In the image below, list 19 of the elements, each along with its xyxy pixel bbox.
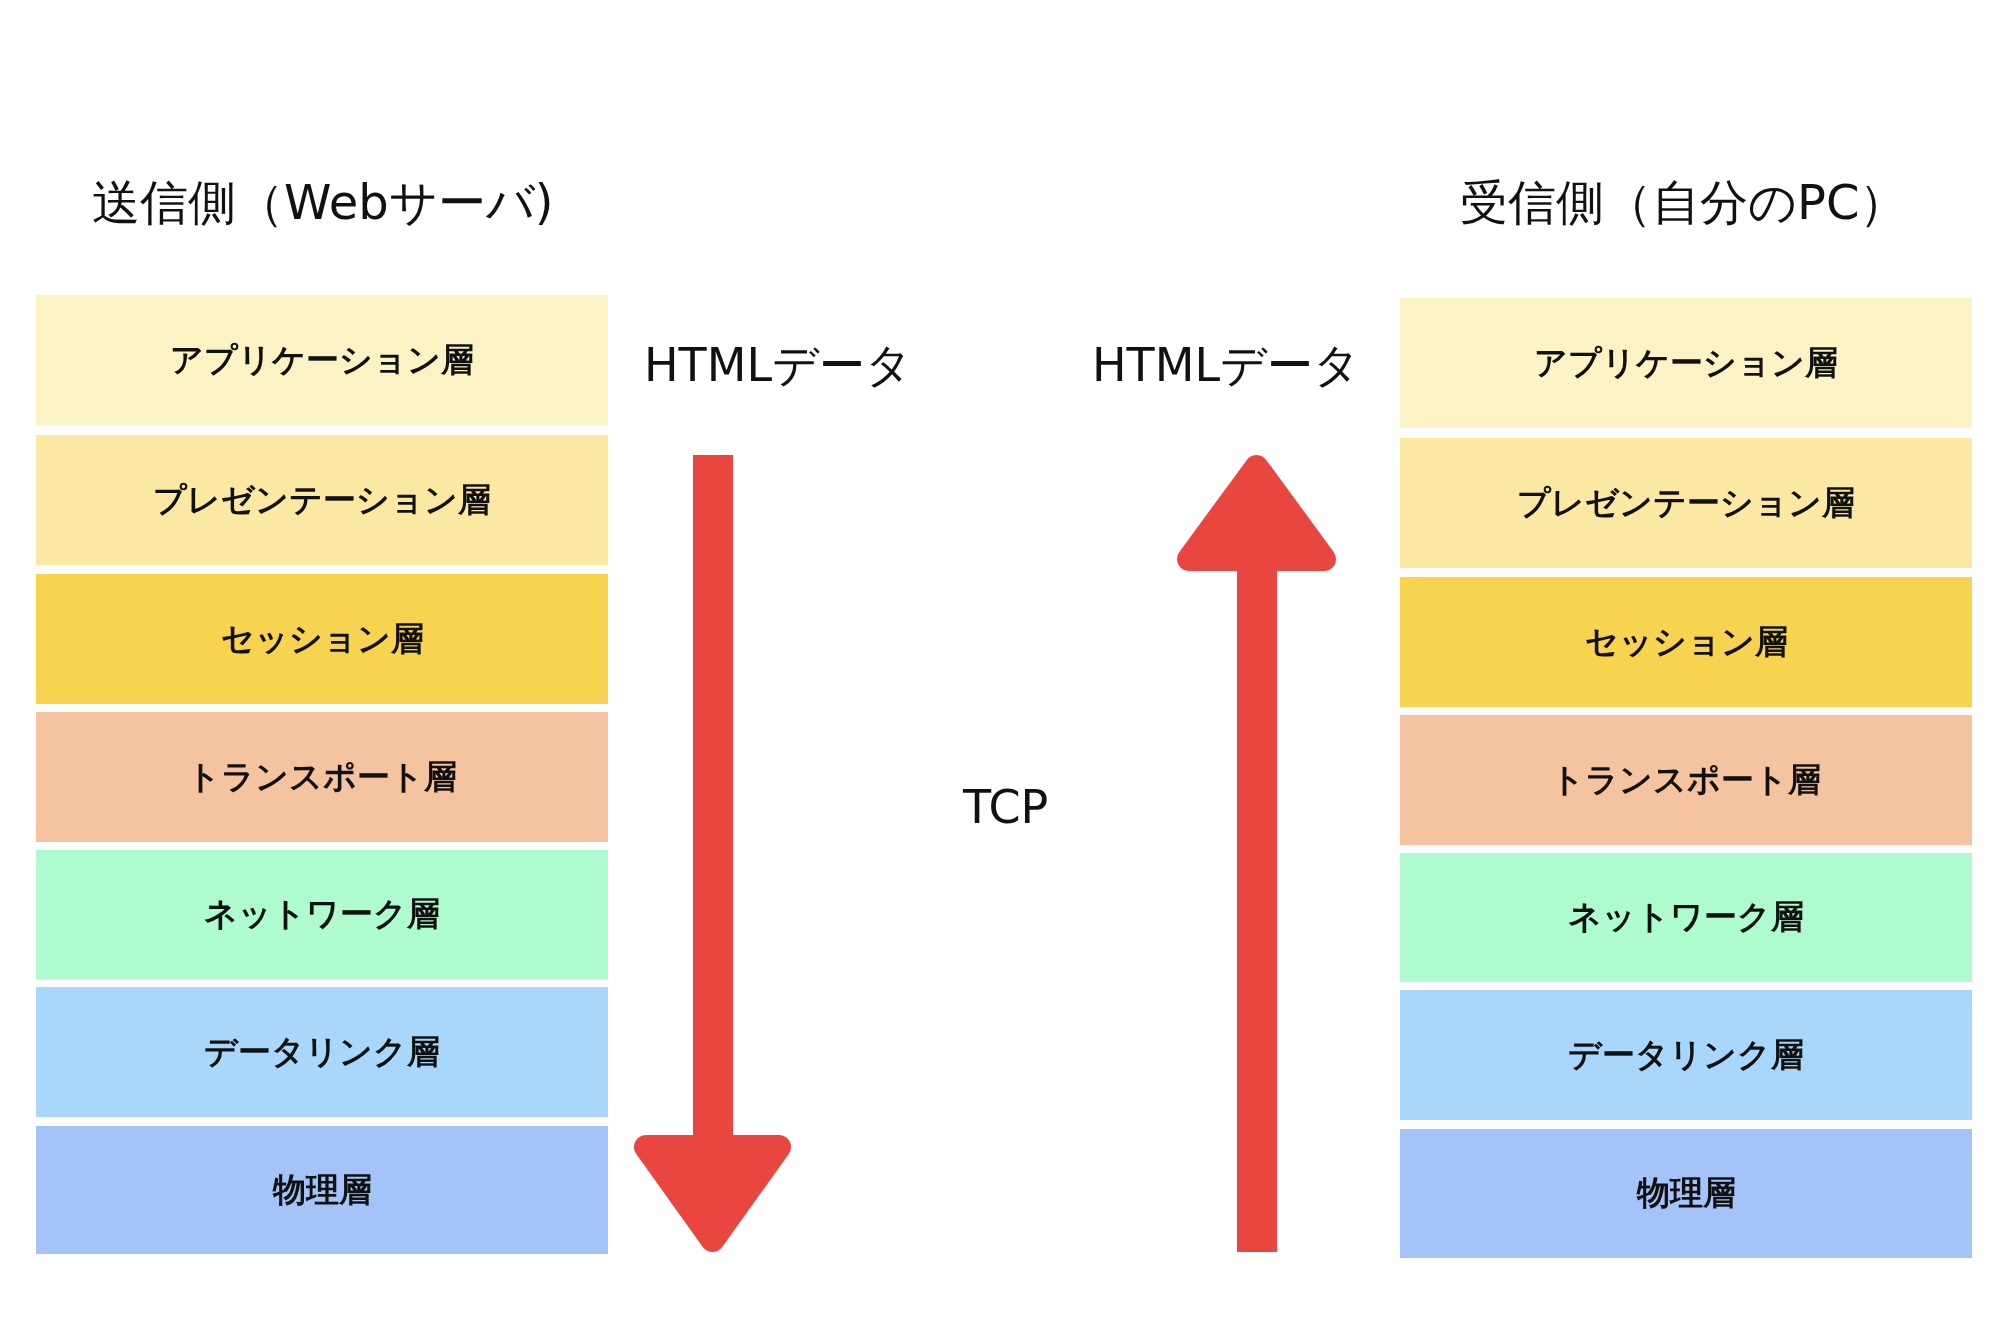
layer-box: ネットワーク層 bbox=[1400, 853, 1972, 982]
column-heading: 送信側（Webサーバ) bbox=[92, 173, 554, 232]
layer-box: データリンク層 bbox=[36, 987, 608, 1117]
layer-box: トランスポート層 bbox=[1400, 715, 1972, 845]
layer-box: 物理層 bbox=[36, 1126, 608, 1254]
column-heading: 受信側（自分のPC） bbox=[1460, 173, 1908, 232]
layer-box: アプリケーション層 bbox=[36, 295, 608, 425]
layer-box: ネットワーク層 bbox=[36, 850, 608, 979]
layer-box: 物理層 bbox=[1400, 1129, 1972, 1258]
layer-box: プレゼンテーション層 bbox=[36, 435, 608, 565]
layer-box: セッション層 bbox=[36, 574, 608, 704]
data-label: HTMLデータ bbox=[1092, 337, 1360, 394]
protocol-label: TCP bbox=[963, 779, 1049, 836]
layer-box: データリンク層 bbox=[1400, 990, 1972, 1120]
layer-box: プレゼンテーション層 bbox=[1400, 438, 1972, 568]
data-label: HTMLデータ bbox=[644, 337, 912, 394]
layer-box: トランスポート層 bbox=[36, 712, 608, 842]
layer-box: セッション層 bbox=[1400, 577, 1972, 707]
layer-box: アプリケーション層 bbox=[1400, 298, 1972, 428]
